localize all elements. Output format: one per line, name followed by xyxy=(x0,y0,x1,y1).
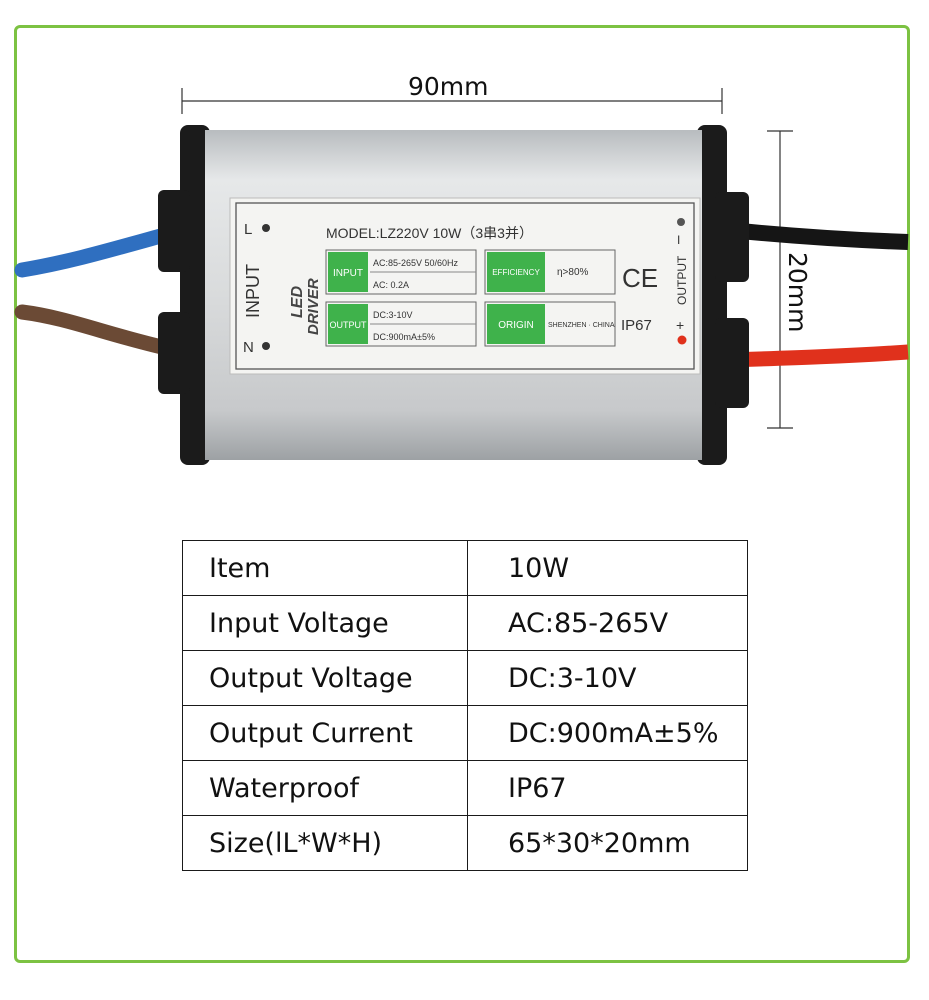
model-text: MODEL:LZ220V 10W（3串3并） xyxy=(326,225,533,241)
origin-tag-badge xyxy=(487,304,545,344)
brand-led: LED xyxy=(289,286,306,318)
plus-label: + xyxy=(676,317,684,333)
output-wires xyxy=(729,222,909,368)
spec-key: Size(lL*W*H) xyxy=(182,815,468,871)
spec-key: Output Current xyxy=(182,705,468,761)
table-row: Size(lL*W*H) 65*30*20mm xyxy=(182,815,748,871)
input-side-label: INPUT xyxy=(243,264,263,318)
table-row: Output Current DC:900mA±5% xyxy=(182,705,748,761)
input-tag: INPUT xyxy=(333,268,363,279)
input-wires xyxy=(14,224,183,358)
spec-value: 10W xyxy=(467,540,748,596)
table-row: Output Voltage DC:3-10V xyxy=(182,650,748,706)
spec-sticker xyxy=(229,197,701,375)
spec-key: Item xyxy=(182,540,468,596)
brand-driver: DRIVER xyxy=(305,278,322,335)
plus-terminal-icon xyxy=(677,335,687,345)
width-dimension-line xyxy=(181,88,723,114)
spec-value: AC:85-265V xyxy=(467,595,748,651)
input-tag-badge xyxy=(328,252,368,292)
width-dimension-label: 90mm xyxy=(408,72,489,101)
output-side-label: OUTPUT xyxy=(675,255,689,305)
ce-mark: CE xyxy=(622,263,658,293)
terminal-n-label: N xyxy=(243,339,254,356)
spec-key: Input Voltage xyxy=(182,595,468,651)
spec-table: Item 10W Input Voltage AC:85-265V Output… xyxy=(182,540,748,871)
input-spec-current: AC: 0.2A xyxy=(373,280,409,290)
minus-terminal-icon xyxy=(677,218,685,226)
ip-rating: IP67 xyxy=(621,317,652,334)
output-spec-voltage: DC:3-10V xyxy=(373,310,413,320)
height-dimension-label: 20mm xyxy=(783,252,812,333)
terminal-l-label: L xyxy=(244,221,252,238)
minus-label: I xyxy=(677,233,680,247)
efficiency-value: η>80% xyxy=(557,267,589,278)
efficiency-tag: EFFICIENCY xyxy=(492,268,540,277)
spec-value: DC:900mA±5% xyxy=(467,705,748,761)
spec-value: 65*30*20mm xyxy=(467,815,748,871)
spec-value: IP67 xyxy=(467,760,748,816)
output-spec-current: DC:900mA±5% xyxy=(373,332,435,342)
table-row: Item 10W xyxy=(182,540,748,596)
output-tag: OUTPUT xyxy=(330,320,368,330)
led-driver-illustration: L N INPUT LED DRIVER MODEL:LZ220V 10W（3串… xyxy=(14,88,909,465)
product-frame xyxy=(14,25,910,963)
spec-key: Output Voltage xyxy=(182,650,468,706)
input-spec-voltage: AC:85-265V 50/60Hz xyxy=(373,258,459,268)
table-row: Waterproof IP67 xyxy=(182,760,748,816)
spec-value: DC:3-10V xyxy=(467,650,748,706)
output-tag-badge xyxy=(328,304,368,344)
height-dimension-line xyxy=(767,130,793,429)
efficiency-tag-badge xyxy=(487,252,545,292)
origin-value: SHENZHEN · CHINA xyxy=(548,322,615,329)
spec-key: Waterproof xyxy=(182,760,468,816)
table-row: Input Voltage AC:85-265V xyxy=(182,595,748,651)
origin-tag: ORIGIN xyxy=(498,320,534,331)
